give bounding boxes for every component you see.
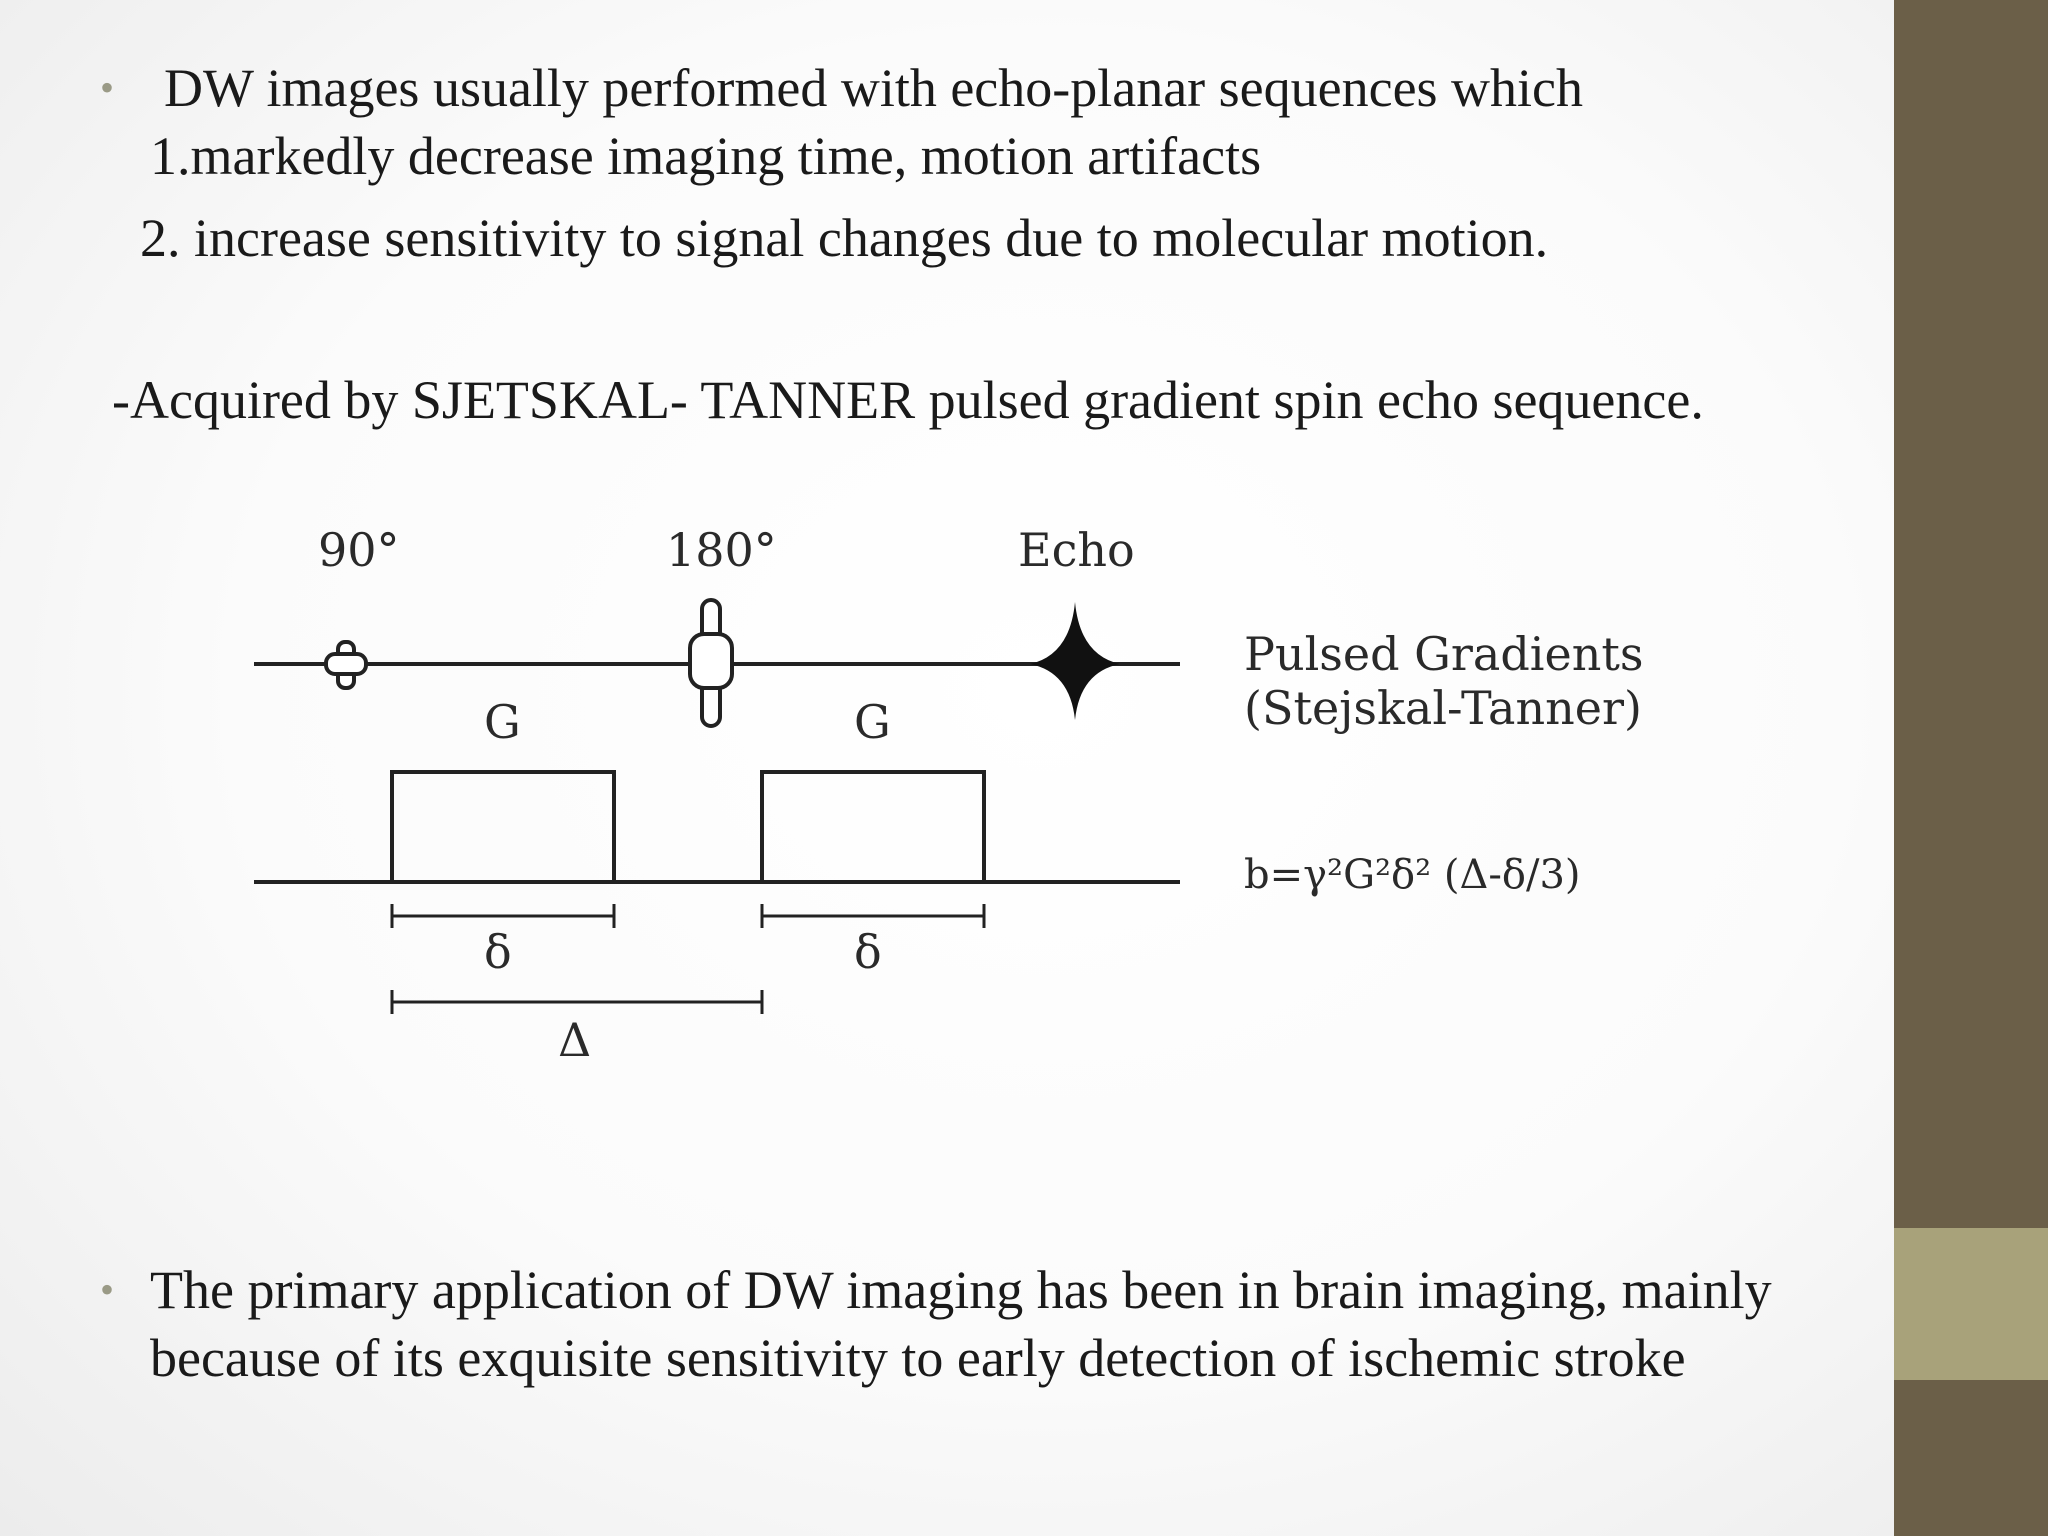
slide-background	[0, 0, 1894, 1536]
gradient-pulse-2	[760, 770, 986, 884]
label-gradient-2: G	[854, 695, 891, 749]
bullet1-line3: 2. increase sensitivity to signal change…	[140, 208, 1549, 268]
delta-large-bracket	[390, 990, 764, 1014]
bullet1-line2: 1.markedly decrease imaging time, motion…	[150, 126, 1262, 186]
pulse-180-symbol	[688, 598, 734, 728]
pulse-90-symbol	[324, 640, 368, 690]
echo-symbol	[1030, 602, 1120, 720]
decorative-sidebar-accent	[1894, 1228, 2048, 1380]
stejskal-tanner-diagram: 90° 180° Echo G G δ δ Δ Pulsed Gradients…	[254, 523, 1643, 1067]
b-value-formula: b=γ²G²δ² (Δ-δ/3)	[1244, 852, 1581, 898]
diagram-title-line1: Pulsed Gradients	[1244, 627, 1643, 681]
acquired-line: -Acquired by SJETSKAL- TANNER pulsed gra…	[112, 370, 1704, 430]
gradient-pulse-1	[390, 770, 616, 884]
label-echo: Echo	[1018, 523, 1135, 577]
label-180: 180°	[666, 523, 777, 577]
bullet2-line2: because of its exquisite sensitivity to …	[150, 1328, 1686, 1388]
bullet2-line1: The primary application of DW imaging ha…	[150, 1260, 1772, 1320]
bullet1-line1: DW images usually performed with echo-pl…	[164, 58, 1584, 118]
label-delta-small-1: δ	[484, 925, 512, 979]
delta-small-bracket-2	[760, 904, 986, 928]
label-gradient-1: G	[484, 695, 521, 749]
label-delta-large: Δ	[558, 1013, 591, 1067]
delta-small-bracket-1	[390, 904, 616, 928]
bullet-dot-2: •	[100, 1267, 115, 1312]
label-delta-small-2: δ	[854, 925, 882, 979]
diagram-title-line2: (Stejskal-Tanner)	[1244, 681, 1642, 735]
bullet-dot-1: •	[100, 65, 115, 110]
label-90: 90°	[318, 523, 400, 577]
